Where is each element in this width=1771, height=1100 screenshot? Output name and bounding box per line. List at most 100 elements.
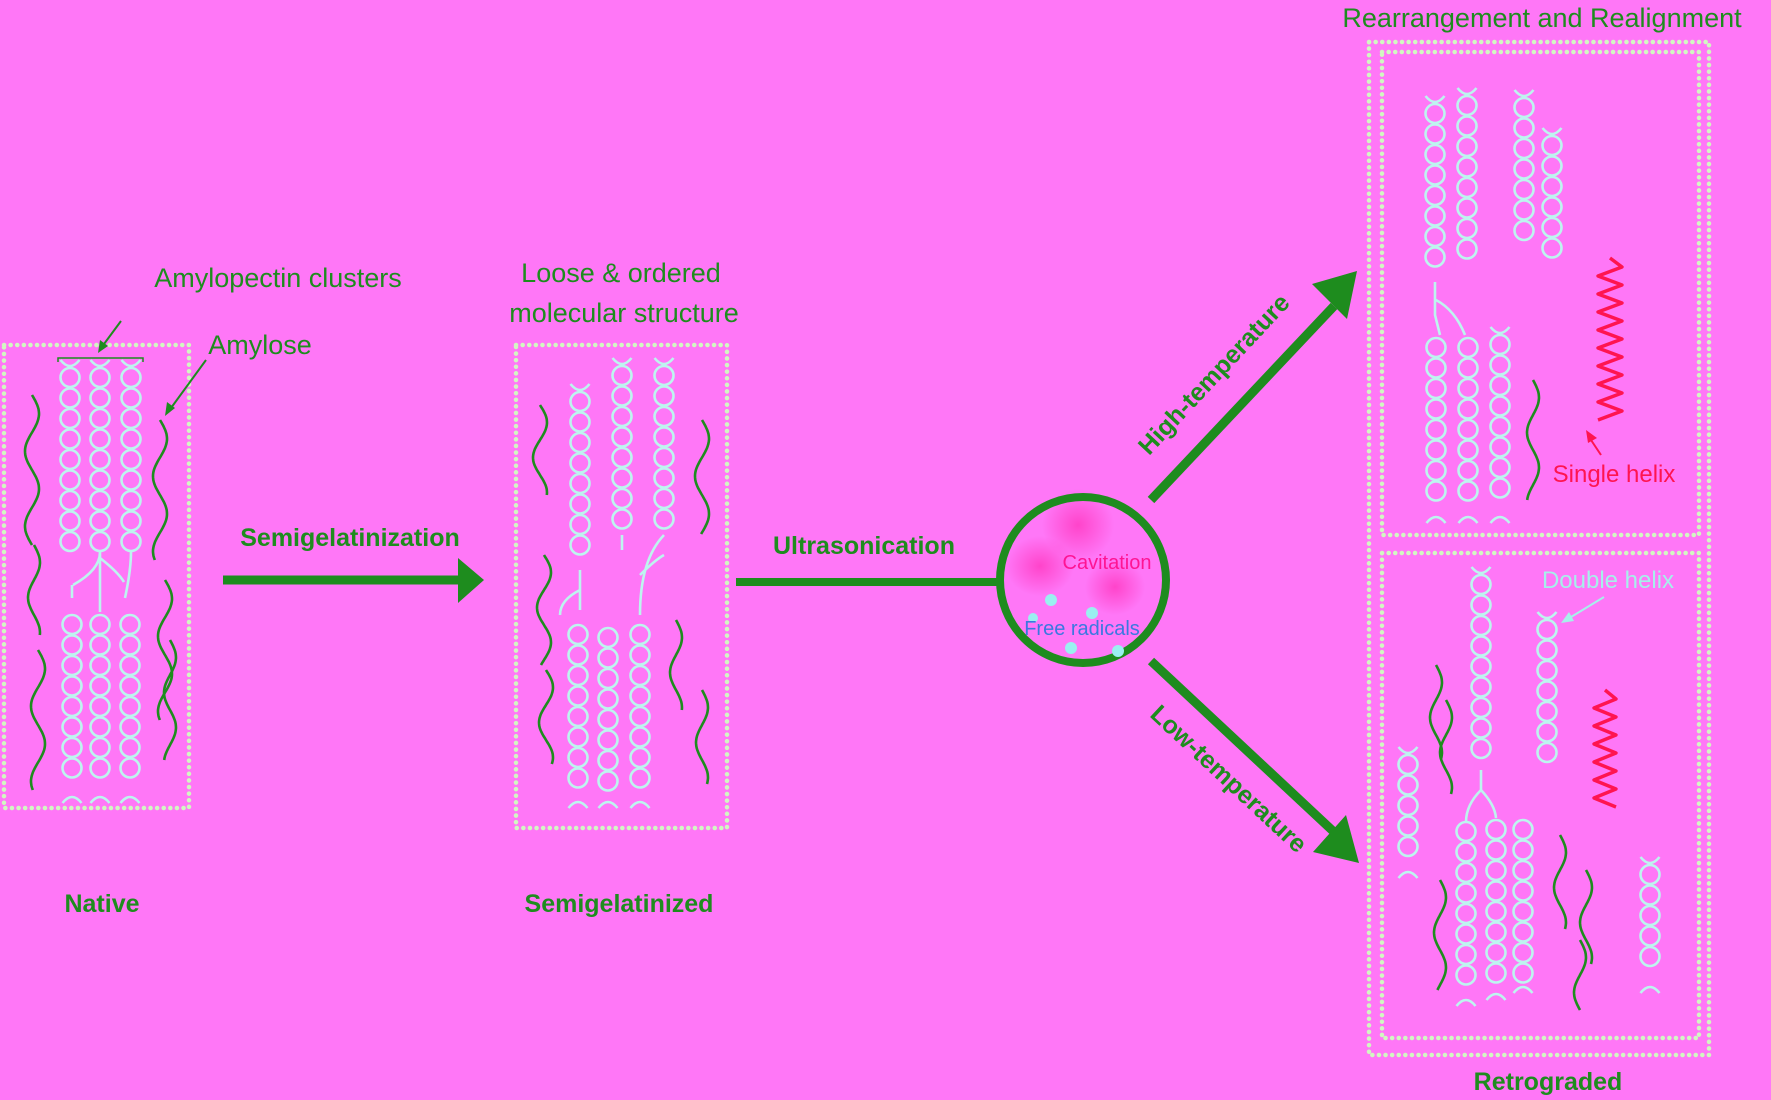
native-box [1, 342, 192, 811]
double-helix-segment [61, 613, 83, 636]
double-helix-segment [1457, 459, 1479, 482]
double-helix-segment [611, 446, 633, 469]
double-helix-segment [1470, 655, 1492, 678]
double-helix-segment [1541, 175, 1563, 198]
low-temp-box [1379, 550, 1702, 1041]
cavitation-cloud [1085, 559, 1145, 615]
cavitation-label: Cavitation [1063, 552, 1152, 574]
molecular-structures [23, 87, 1661, 1011]
double-helix-segment [1470, 573, 1492, 596]
amylopectin-pointer [103, 320, 122, 345]
helix-end [119, 795, 141, 804]
double-helix-segment [1639, 925, 1661, 947]
double-helix-segment [1541, 216, 1563, 239]
double-helix-segment [1470, 717, 1492, 739]
double-helix-segment [569, 472, 591, 495]
helix-end [567, 800, 589, 809]
double-helix-segment [1512, 859, 1534, 882]
amylose-chain [1432, 879, 1448, 991]
double-helix-segment [569, 493, 591, 515]
double-helix-segment [1470, 614, 1492, 637]
double-helix-segment [1485, 818, 1507, 841]
double-helix-segment [1485, 962, 1507, 984]
double-helix-segment [1397, 774, 1419, 796]
double-helix-segment [569, 452, 591, 474]
double-helix-segment [89, 387, 111, 409]
branch-point [1433, 282, 1467, 336]
double-helix-segment [653, 385, 675, 407]
double-helix-segment [1513, 178, 1535, 201]
double-helix-segment [119, 634, 141, 656]
double-helix-segment [597, 667, 619, 690]
double-helix-segment [653, 467, 675, 489]
double-helix-segment [59, 510, 81, 532]
semigelatinized-label: Semigelatinized [525, 890, 714, 918]
double-helix-segment [1457, 377, 1479, 400]
double-helix-segment [89, 716, 111, 738]
double-helix-segment [629, 664, 651, 687]
cavitation-bubble [996, 489, 1170, 667]
double-helix-segment [629, 726, 651, 748]
double-helix-segment [61, 716, 83, 738]
double-helix-segment [1489, 374, 1511, 397]
amylose-chain [1552, 834, 1568, 930]
double-helix-segment [1455, 923, 1477, 945]
double-helix-segment [120, 448, 142, 471]
radical-dot [1028, 613, 1038, 623]
double-helix-segment [1425, 377, 1447, 400]
double-helix-segment [1512, 921, 1534, 943]
double-helix-segment [61, 695, 83, 718]
double-helix-segment [89, 530, 111, 553]
double-helix-segment [59, 387, 81, 409]
double-helix-segment [1489, 415, 1511, 438]
double-helix-segment [1536, 680, 1558, 702]
helix-end [1485, 992, 1507, 1001]
retrograded-label: Retrograded [1474, 1068, 1623, 1096]
double-helix-segment [1397, 835, 1419, 858]
double-helix-segment [89, 407, 111, 430]
double-helix-segment [1457, 336, 1479, 359]
amylose-chain [531, 404, 549, 496]
double-helix-segment [1470, 696, 1492, 719]
double-helix-segment [1489, 477, 1511, 499]
ultrasonication-label: Ultrasonication [773, 532, 955, 560]
double-helix-segment [89, 736, 111, 759]
double-helix-segment [629, 746, 651, 769]
double-helix-segment [569, 534, 591, 556]
helix-end [1470, 566, 1492, 575]
double-helix-segment [120, 489, 142, 512]
double-helix-segment [1456, 217, 1478, 240]
single-helix [1592, 688, 1618, 809]
radical-dot [1045, 594, 1057, 606]
double-helix-segment [597, 770, 619, 792]
double-helix-segment [1424, 246, 1446, 268]
double-helix-segment [653, 446, 675, 469]
double-helix-segment [1513, 158, 1535, 180]
double-helix-segment [120, 366, 142, 389]
amylose-chain [693, 419, 711, 535]
helix-end [1512, 985, 1534, 994]
helix-end [1397, 870, 1419, 879]
double-helix-segment [1639, 945, 1661, 968]
process-arrows [223, 271, 1359, 863]
double-helix-segment [1485, 839, 1507, 861]
double-helix-segment [1425, 398, 1447, 420]
double-helix-segment [1456, 135, 1478, 158]
semigelatinization-label: Semigelatinization [240, 524, 459, 552]
double-helix-segment [1536, 639, 1558, 661]
double-helix-segment [653, 487, 675, 510]
double-helix-segment [1536, 700, 1558, 723]
double-helix-segment [59, 448, 81, 471]
double-helix-segment [59, 530, 81, 553]
double-helix-segment [119, 716, 141, 738]
loose-ordered-label-line2: molecular structure [509, 298, 739, 328]
amylopectin-bracket [57, 357, 144, 362]
double-helix-pointer-head [1561, 612, 1574, 623]
double-helix-segment [611, 426, 633, 448]
helix-end [653, 357, 675, 366]
double-helix-segment [597, 708, 619, 731]
structure-boxes [1, 39, 1712, 1058]
double-helix-segment [1513, 137, 1535, 160]
double-helix-segment [1485, 859, 1507, 882]
